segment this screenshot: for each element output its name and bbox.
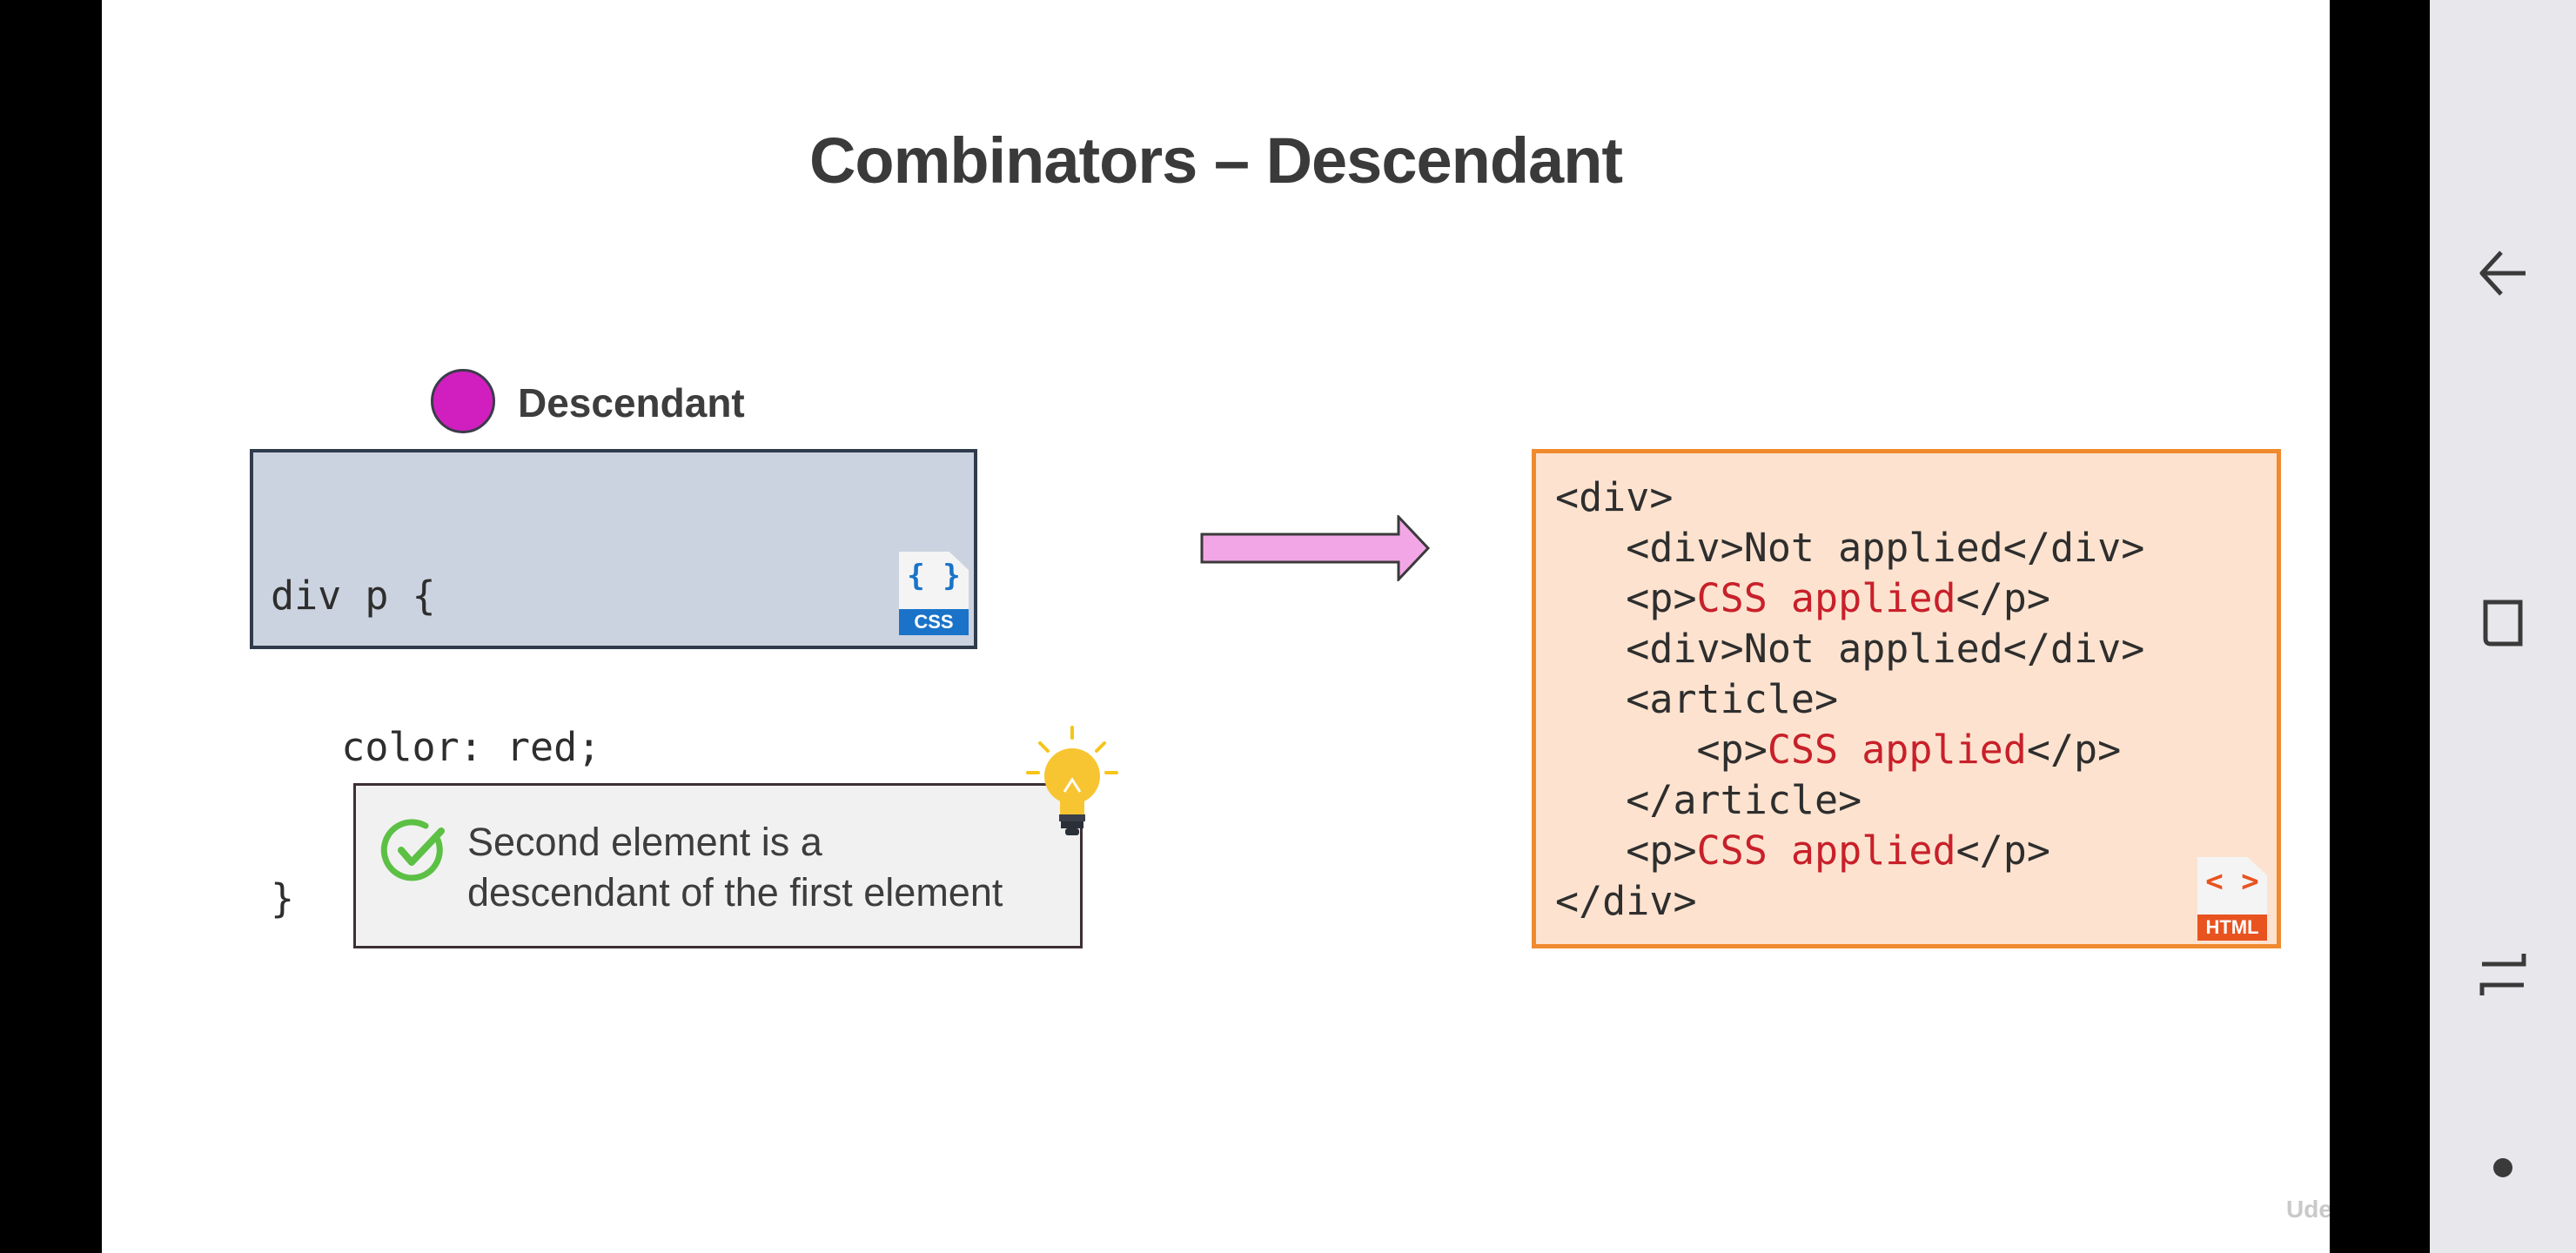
code-highlight: CSS applied: [1767, 727, 2027, 773]
code-text: </div>: [1555, 878, 1697, 924]
css-code-line: div p {: [271, 573, 436, 619]
html-code-line: <div>: [1555, 472, 2144, 523]
tip-text: Second element is a descendant of the fi…: [467, 817, 1003, 918]
html-code-line: <p>CSS applied</p>: [1555, 826, 2144, 876]
code-text: </article>: [1555, 777, 1862, 823]
android-nav-bar: [2430, 0, 2576, 1253]
html-file-icon: < > HTML: [2197, 857, 2267, 941]
code-text: <p>: [1555, 575, 1697, 621]
recents-icon: [2483, 600, 2523, 647]
code-text: </p>: [1955, 828, 2050, 874]
html-code-line: <p>CSS applied</p>: [1555, 573, 2144, 624]
css-file-icon: { } CSS: [899, 552, 969, 635]
code-text: <div>: [1555, 474, 1674, 520]
dot-icon: [2493, 1158, 2512, 1177]
code-text: <p>: [1555, 727, 1768, 773]
html-code-line: <div>Not applied</div>: [1555, 624, 2144, 674]
code-text: <article>: [1555, 676, 1839, 722]
lightbulb-icon: [1026, 726, 1118, 835]
html-code-line: </div>: [1555, 876, 2144, 927]
code-highlight: CSS applied: [1696, 575, 1956, 621]
slide-title: Combinators – Descendant: [808, 124, 1623, 197]
html-file-tag: HTML: [2197, 915, 2267, 941]
back-button[interactable]: [2430, 221, 2576, 325]
descendant-badge-icon: [431, 369, 495, 433]
css-file-tag: CSS: [899, 609, 969, 635]
html-code: <div> <div>Not applied</div> <p>CSS appl…: [1555, 472, 2144, 927]
code-text: <div>Not applied</div>: [1555, 525, 2145, 571]
code-highlight: CSS applied: [1696, 828, 1956, 874]
back-icon: [2479, 251, 2526, 296]
css-code-box: div p { color: red; } { } CSS: [250, 449, 977, 921]
slide: Combinators – Descendant Descendant div …: [102, 0, 2367, 1253]
code-text: <p>: [1555, 828, 1697, 874]
css-code-line: color: red;: [271, 724, 601, 770]
tip-line: descendant of the first element: [467, 870, 1003, 915]
badge-label: Descendant: [518, 380, 745, 425]
recents-button[interactable]: [2430, 571, 2576, 675]
html-file-symbol: < >: [2205, 864, 2259, 899]
css-code: div p { color: red; }: [271, 470, 600, 1025]
code-text: </p>: [1955, 575, 2050, 621]
html-code-line: <article>: [1555, 674, 2144, 725]
code-text: <div>Not applied</div>: [1555, 626, 2145, 672]
right-arrow-icon: [1200, 515, 1431, 581]
html-code-box: <div> <div>Not applied</div> <p>CSS appl…: [1532, 449, 2281, 948]
tip-box: Second element is a descendant of the fi…: [353, 783, 1083, 948]
tip-line: Second element is a: [467, 820, 822, 864]
css-code-line: }: [271, 875, 295, 921]
html-code-line: </article>: [1555, 775, 2144, 826]
html-code-line: <p>CSS applied</p>: [1555, 725, 2144, 775]
css-file-symbol: { }: [907, 559, 961, 593]
switch-app-button[interactable]: [2430, 922, 2576, 1027]
assistant-button[interactable]: [2430, 1116, 2576, 1220]
html-code-line: <div>Not applied</div>: [1555, 523, 2144, 573]
code-text: </p>: [2026, 727, 2122, 773]
switch-icon: [2479, 954, 2526, 995]
check-circle-icon: [380, 819, 445, 881]
side-gutter: [2330, 0, 2430, 1253]
